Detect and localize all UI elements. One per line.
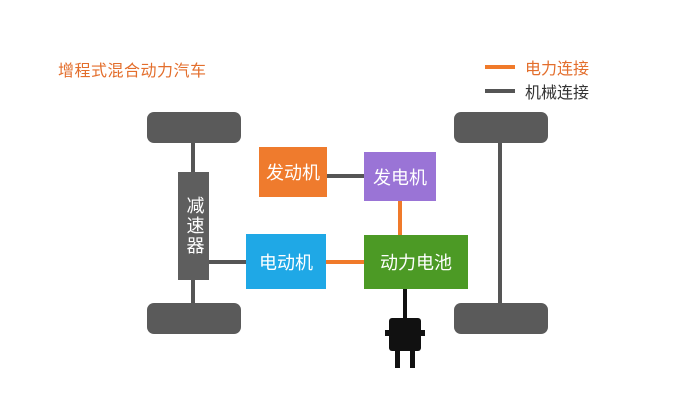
- plug-pin-right: [410, 351, 415, 368]
- engine-box: 发动机: [259, 147, 327, 197]
- generator-box: 发电机: [364, 152, 436, 201]
- plug-pin-left: [395, 351, 400, 368]
- reducer-label: 减速器: [183, 196, 205, 256]
- wheel-rear-right: [454, 303, 548, 334]
- engine-label: 发动机: [266, 163, 320, 184]
- plug-collar: [385, 330, 425, 336]
- legend-mechanical-line: [485, 89, 515, 93]
- diagram-title: 增程式混合动力汽车: [58, 61, 207, 80]
- generator-label: 发电机: [373, 167, 427, 189]
- motor-box: 电动机: [246, 234, 326, 289]
- battery-label: 动力电池: [380, 253, 452, 274]
- reducer-box: 减速器: [178, 172, 209, 280]
- wheel-front-right: [454, 112, 548, 143]
- wheel-rear-left: [147, 303, 241, 334]
- legend-electric-label: 电力连接: [525, 59, 590, 78]
- legend-electric-line: [485, 65, 515, 69]
- battery-box: 动力电池: [364, 235, 468, 289]
- wheel-front-left: [147, 112, 241, 143]
- legend-mechanical-label: 机械连接: [525, 83, 590, 102]
- motor-label: 电动机: [259, 252, 313, 274]
